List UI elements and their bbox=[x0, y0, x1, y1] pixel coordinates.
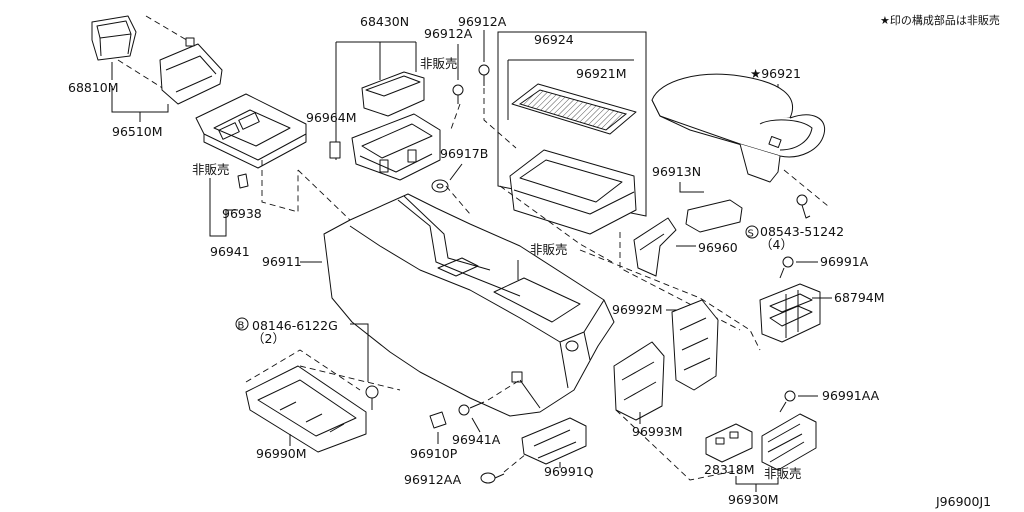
clip-96941A bbox=[458, 401, 485, 416]
armrest-96921 bbox=[651, 73, 826, 183]
leader-96921M-frame bbox=[507, 59, 634, 120]
dashed-console-guides bbox=[297, 169, 613, 263]
part-label-96921M: 96921M bbox=[576, 66, 627, 81]
storage-box-96510M bbox=[159, 37, 223, 105]
switch-panel-28318M bbox=[705, 423, 753, 463]
part-label-96960: 96960 bbox=[698, 240, 738, 255]
bracket-96960 bbox=[633, 217, 677, 277]
leader-08146 bbox=[350, 323, 369, 382]
part-label-96938: 96938 bbox=[222, 206, 262, 221]
part-label-96510M: 96510M bbox=[112, 124, 163, 139]
clip-96991A bbox=[779, 256, 794, 279]
part-label-96990M: 96990M bbox=[256, 446, 307, 461]
part-label-96941A: 96941A bbox=[452, 432, 501, 447]
part-label-96991Q: 96991Q bbox=[544, 464, 594, 479]
clip-armrest-bottom bbox=[796, 194, 811, 219]
part-label-96910P: 96910P bbox=[410, 446, 458, 461]
part-qty-08146: （2） bbox=[252, 331, 285, 346]
lower-bracket-96990M bbox=[245, 365, 367, 453]
bolt-08146 bbox=[365, 385, 379, 410]
leader-96913N bbox=[679, 182, 704, 193]
clip-96991AA bbox=[779, 390, 796, 413]
part-label-96924: 96924 bbox=[534, 32, 574, 47]
clip-96964M bbox=[329, 141, 341, 159]
part-label-96911: 96911 bbox=[262, 254, 302, 269]
circle-s-letter: S bbox=[748, 229, 754, 240]
not-sold-note-vent: 非販売 bbox=[764, 466, 802, 481]
pad-96913N bbox=[685, 199, 743, 233]
part-label-96991AA: 96991AA bbox=[822, 388, 880, 403]
part-label-68810M: 68810M bbox=[68, 80, 119, 95]
cup-holder-insert-68810M bbox=[91, 15, 137, 61]
console-lid-96921M bbox=[511, 83, 637, 135]
leader-96930M-group bbox=[735, 476, 779, 485]
side-bracket-96992M bbox=[671, 299, 719, 391]
vent-panel-96930M bbox=[761, 413, 817, 471]
part-label-96912AA: 96912AA bbox=[404, 472, 462, 487]
part-label-08146-6122G: 08146-6122G bbox=[252, 318, 338, 333]
not-sold-note-tray: 非販売 bbox=[420, 56, 458, 71]
screw-96912AA bbox=[480, 472, 505, 484]
part-label-28318M: 28318M bbox=[704, 462, 755, 477]
side-bracket-96993M bbox=[613, 341, 665, 421]
part-label-96917B: 96917B bbox=[440, 146, 488, 161]
rear-vent-68794M bbox=[759, 283, 821, 343]
leader-cup-top bbox=[145, 15, 191, 43]
dashed-lower-bracket bbox=[245, 349, 401, 391]
part-label-96941: 96941 bbox=[210, 244, 250, 259]
leader-96510M bbox=[111, 62, 169, 113]
part-label-96930M: 96930M bbox=[728, 492, 779, 507]
part-label-96991A: 96991A bbox=[820, 254, 869, 269]
clip-96938 bbox=[237, 173, 249, 189]
not-sold-note-left: 非販売 bbox=[192, 162, 230, 177]
part-qty-08543: （4） bbox=[760, 237, 793, 252]
part-label-68430N: 68430N bbox=[360, 14, 409, 29]
leader-96917B bbox=[449, 163, 463, 181]
part-label-96992M: 96992M bbox=[612, 302, 663, 317]
leader-96941A bbox=[471, 417, 481, 433]
part-label-68794M: 68794M bbox=[834, 290, 885, 305]
not-sold-legend-note: ★印の構成部品は非販売 bbox=[880, 13, 1000, 27]
main-console-body-96911 bbox=[323, 193, 615, 417]
part-label-96913N: 96913N bbox=[652, 164, 701, 179]
circle-b-letter: B bbox=[238, 321, 245, 332]
dashed-screw-guides bbox=[449, 88, 517, 149]
dashed-96941A bbox=[487, 379, 521, 401]
dashed-bracket-guides bbox=[579, 249, 761, 481]
screw-96912A-a bbox=[452, 84, 464, 104]
console-finisher-panel bbox=[195, 93, 307, 169]
leader-96924-frame bbox=[497, 31, 647, 217]
storage-bin-96924 bbox=[509, 149, 637, 235]
screw-symbol-S: S bbox=[745, 225, 759, 240]
dashed-96912AA bbox=[503, 453, 527, 473]
part-label-96921-star: ★96921 bbox=[750, 66, 801, 81]
screw-96912A-b bbox=[478, 64, 490, 86]
part-label-08543-51242: 08543-51242 bbox=[760, 224, 844, 239]
part-label-96964M: 96964M bbox=[306, 110, 357, 125]
part-label-96912A-upper: 96912A bbox=[424, 26, 473, 41]
diagram-code: J96900J1 bbox=[935, 494, 991, 509]
cup-holder-68430N bbox=[361, 71, 425, 117]
grommet-96917B bbox=[431, 179, 449, 193]
not-sold-note-console: 非販売 bbox=[530, 242, 568, 257]
leader-68430N bbox=[335, 41, 417, 160]
dashed-96960-guide bbox=[619, 232, 741, 331]
console-tray-body bbox=[351, 113, 441, 181]
bolt-symbol-B: B bbox=[235, 317, 249, 332]
part-label-96993M: 96993M bbox=[632, 424, 683, 439]
bracket-96991Q bbox=[521, 417, 587, 465]
plug-96910P bbox=[429, 411, 447, 429]
part-label-96912A-top: 96912A bbox=[458, 14, 507, 29]
leader-96941-group bbox=[209, 178, 238, 237]
dashed-finisher-to-console bbox=[261, 160, 299, 213]
